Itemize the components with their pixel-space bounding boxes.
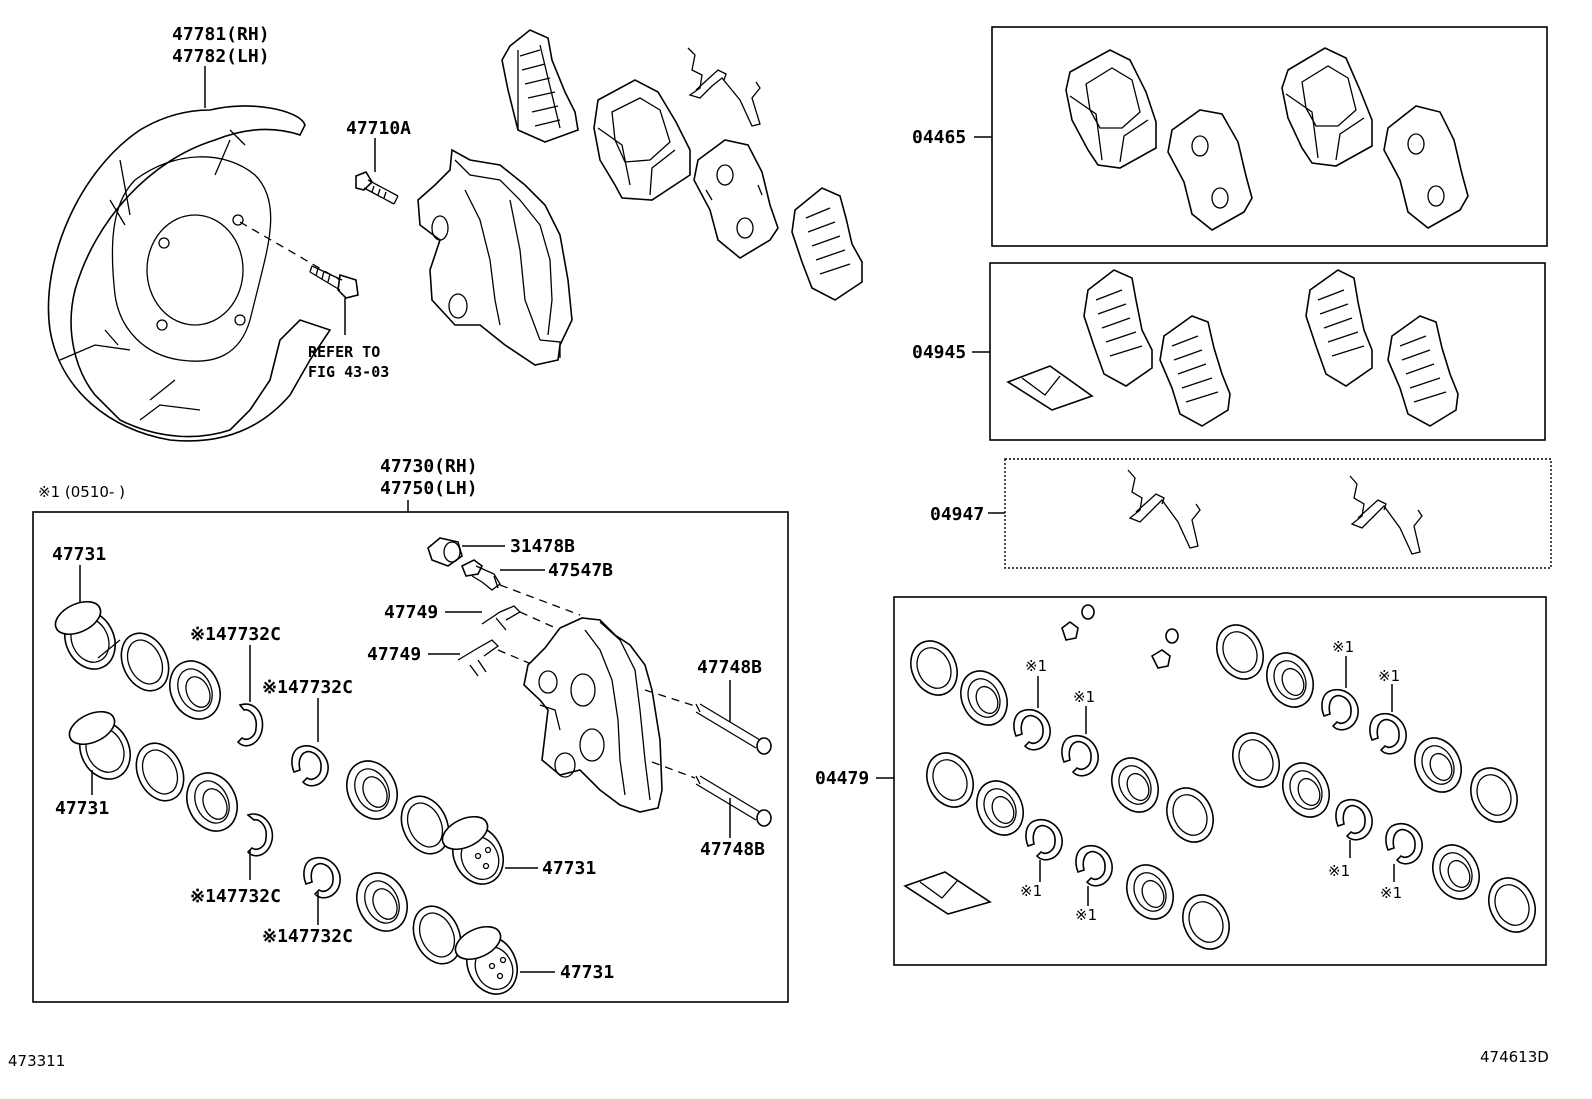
mark-2: ※1 — [1073, 688, 1095, 706]
caliper-bottom — [523, 617, 663, 813]
pin-2 — [695, 775, 772, 827]
clip-2 — [457, 639, 500, 677]
spring-top — [687, 47, 761, 127]
pin-1 — [695, 703, 772, 755]
label-pin-b: 47748B — [700, 839, 765, 860]
label-pin-a: 47748B — [697, 657, 762, 678]
dash-shield-bolt — [239, 221, 341, 281]
piston-left-1 — [54, 600, 121, 670]
kit-pads-box — [991, 26, 1548, 247]
kit-spring-1 — [1127, 469, 1201, 549]
figure-number-right: 474613D — [1480, 1048, 1549, 1066]
kit-seal-rings-right — [1216, 624, 1536, 933]
kit-shim-3 — [1083, 269, 1153, 387]
clip-1 — [481, 605, 522, 631]
caliper-kit-box — [32, 511, 789, 1003]
label-kit-pads: 04465 — [912, 127, 966, 148]
kit-bleeder-parts — [1061, 604, 1179, 669]
kit-shim-5 — [1305, 269, 1373, 387]
label-seal-d: ※147732C — [262, 926, 353, 947]
mark-1: ※1 — [1025, 657, 1047, 675]
bleeder-cap — [427, 537, 463, 567]
label-bolt: 47710A — [346, 118, 411, 139]
label-refer-2: FIG 43-03 — [308, 363, 389, 381]
kit-pad-2 — [1281, 47, 1373, 167]
dash-clip-1 — [519, 611, 561, 631]
label-shield-lh: 47782(LH) — [172, 46, 270, 67]
shim-top-2 — [693, 139, 779, 259]
label-seal-b: ※147732C — [262, 677, 353, 698]
seal-middle-1 — [291, 745, 450, 855]
dash-pin-2 — [651, 761, 696, 779]
mark-8: ※1 — [1380, 884, 1402, 902]
mark-3: ※1 — [1020, 882, 1042, 900]
seal-row-1 — [120, 632, 264, 747]
label-piston-b: 47731 — [55, 798, 109, 819]
label-bleeder: 47547B — [548, 560, 613, 581]
label-refer-1: REFER TO — [308, 343, 380, 361]
mark-6: ※1 — [1378, 667, 1400, 685]
shim-top-3 — [791, 187, 863, 301]
kit-shim-1 — [1167, 109, 1253, 231]
pad-top — [593, 79, 691, 201]
kit-snap-rings-right — [1321, 689, 1423, 865]
shim-top-1 — [501, 29, 579, 143]
label-caliper-rh: 47730(RH) — [380, 456, 478, 477]
label-shield-rh: 47781(RH) — [172, 24, 270, 45]
bleeder-screw — [460, 559, 501, 591]
kit-shim-2 — [1383, 105, 1469, 229]
label-cap: 31478B — [510, 536, 575, 557]
dash-pin-1 — [644, 689, 696, 707]
grease-pack-2 — [903, 871, 992, 915]
piston-left-2 — [68, 710, 131, 780]
label-kit-springs: 04947 — [930, 504, 984, 525]
figure-number-left: 473311 — [8, 1052, 65, 1070]
kit-snap-rings-left — [1013, 709, 1113, 887]
dust-shield — [47, 105, 332, 442]
seal-middle-2 — [303, 857, 462, 965]
label-caliper-lh: 47750(LH) — [380, 478, 478, 499]
label-piston-c: 47731 — [542, 858, 596, 879]
label-note: ※1 (0510- ) — [38, 483, 125, 501]
kit-seal-rings-left — [910, 640, 1230, 950]
kit-shim-4 — [1159, 315, 1231, 427]
bolt-47710a — [355, 171, 399, 205]
kit-shim-6 — [1387, 315, 1459, 427]
caliper-top — [417, 148, 573, 366]
label-piston-d: 47731 — [560, 962, 614, 983]
mark-5: ※1 — [1332, 638, 1354, 656]
piston-middle-2 — [454, 925, 518, 995]
label-piston-a: 47731 — [52, 544, 106, 565]
label-clip-a: 47749 — [384, 602, 438, 623]
piston-middle-1 — [441, 815, 504, 885]
kit-pad-1 — [1065, 49, 1157, 169]
seal-row-2 — [135, 742, 274, 857]
kit-spring-2 — [1349, 475, 1423, 555]
kit-shims-box — [989, 262, 1546, 441]
kit-seals-box — [893, 596, 1547, 966]
label-seal-c: ※147732C — [190, 886, 281, 907]
label-kit-seals: 04479 — [815, 768, 869, 789]
mark-7: ※1 — [1328, 862, 1350, 880]
dash-bleeder — [499, 584, 581, 616]
mark-4: ※1 — [1075, 906, 1097, 924]
label-kit-shims: 04945 — [912, 342, 966, 363]
label-seal-a: ※147732C — [190, 624, 281, 645]
kit-springs-box — [1004, 458, 1552, 569]
label-clip-b: 47749 — [367, 644, 421, 665]
grease-pack-1 — [1006, 365, 1094, 411]
bolt-refer — [309, 265, 359, 299]
